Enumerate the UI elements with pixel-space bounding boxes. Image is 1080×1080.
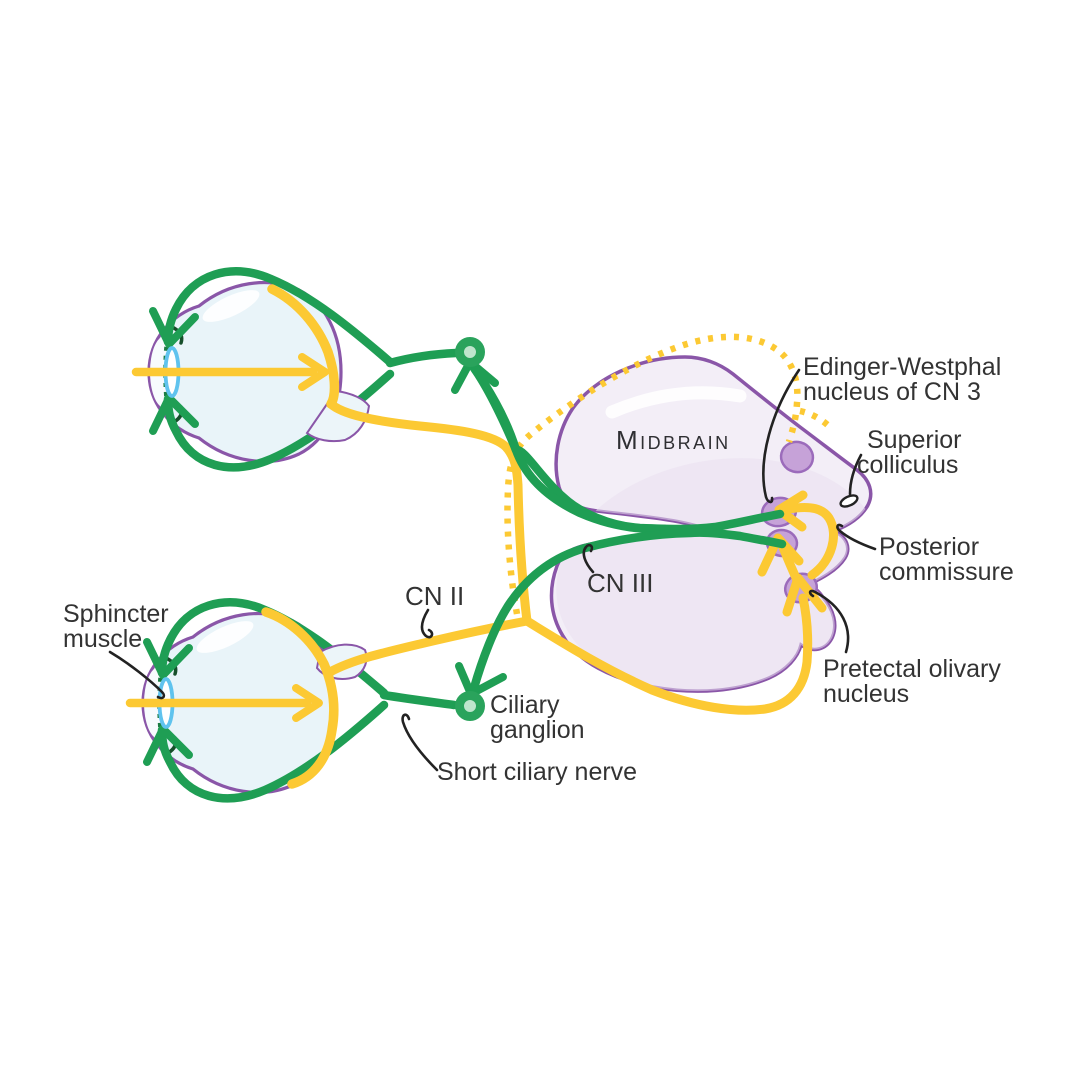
ciliary-ganglion-top [455, 337, 485, 367]
optic-nerve-top-eye [326, 399, 532, 626]
label-cn2: CN II [405, 581, 464, 611]
label-sphincter-1: Sphincter [63, 600, 169, 628]
leader-sphincter [108, 650, 166, 700]
label-posterior-commissure-2: commissure [879, 558, 1014, 586]
cn3-lower-branch [469, 528, 787, 693]
label-pretectal-1: Pretectal olivary [823, 655, 1001, 683]
label-posterior-commissure-1: Posterior [879, 533, 979, 561]
leader-cn2 [420, 608, 434, 639]
posterior-commissure-arc [783, 502, 838, 580]
leader-edinger-westphal [762, 368, 801, 504]
eye-top [136, 271, 390, 467]
leader-short-ciliary [401, 713, 439, 772]
leader-lines [108, 368, 877, 772]
short-ciliary-nerve-bottom [379, 690, 459, 710]
cerebral-aqueduct [779, 440, 815, 474]
crossed-pathway-dotted-branch [799, 407, 833, 430]
optic-tract-trunk [522, 593, 813, 715]
leader-cn3 [582, 543, 595, 574]
cn3-upper-branch-smooth [469, 363, 670, 534]
short-ciliary-nerve-top [385, 348, 461, 368]
leader-pretectal [808, 589, 850, 654]
label-sphincter-2: muscle [63, 625, 142, 653]
midbrain-highlight [605, 386, 747, 419]
label-superior-colliculus-2: colliculus [857, 451, 958, 479]
label-midbrain: Midbrain [616, 425, 731, 455]
leader-superior-colliculus [848, 453, 863, 496]
label-ciliary-ganglion-1: Ciliary [490, 691, 560, 719]
label-pretectal-2: nucleus [823, 680, 909, 708]
superior-colliculus-marker [839, 494, 859, 508]
retina-band-top-eye [267, 284, 340, 409]
label-short-ciliary-nerve: Short ciliary nerve [437, 758, 637, 786]
lower-ganglion-arrowhead [455, 662, 507, 698]
label-superior-colliculus-1: Superior [867, 426, 962, 454]
ciliary-ganglion-bottom [455, 691, 485, 721]
optic-disc-wedge-top [305, 389, 371, 443]
label-cn3: CN III [587, 568, 653, 598]
leader-posterior-commissure [836, 523, 877, 551]
eye-bottom [130, 602, 384, 798]
retina-band-bottom-eye [261, 607, 339, 789]
label-ciliary-ganglion-2: ganglion [490, 716, 585, 744]
label-edinger-westphal-2: nucleus of CN 3 [803, 378, 981, 406]
label-edinger-westphal-1: Edinger-Westphal [803, 353, 1001, 381]
labels: Midbrain CN II CN III Edinger-Westphal n… [63, 353, 1014, 786]
